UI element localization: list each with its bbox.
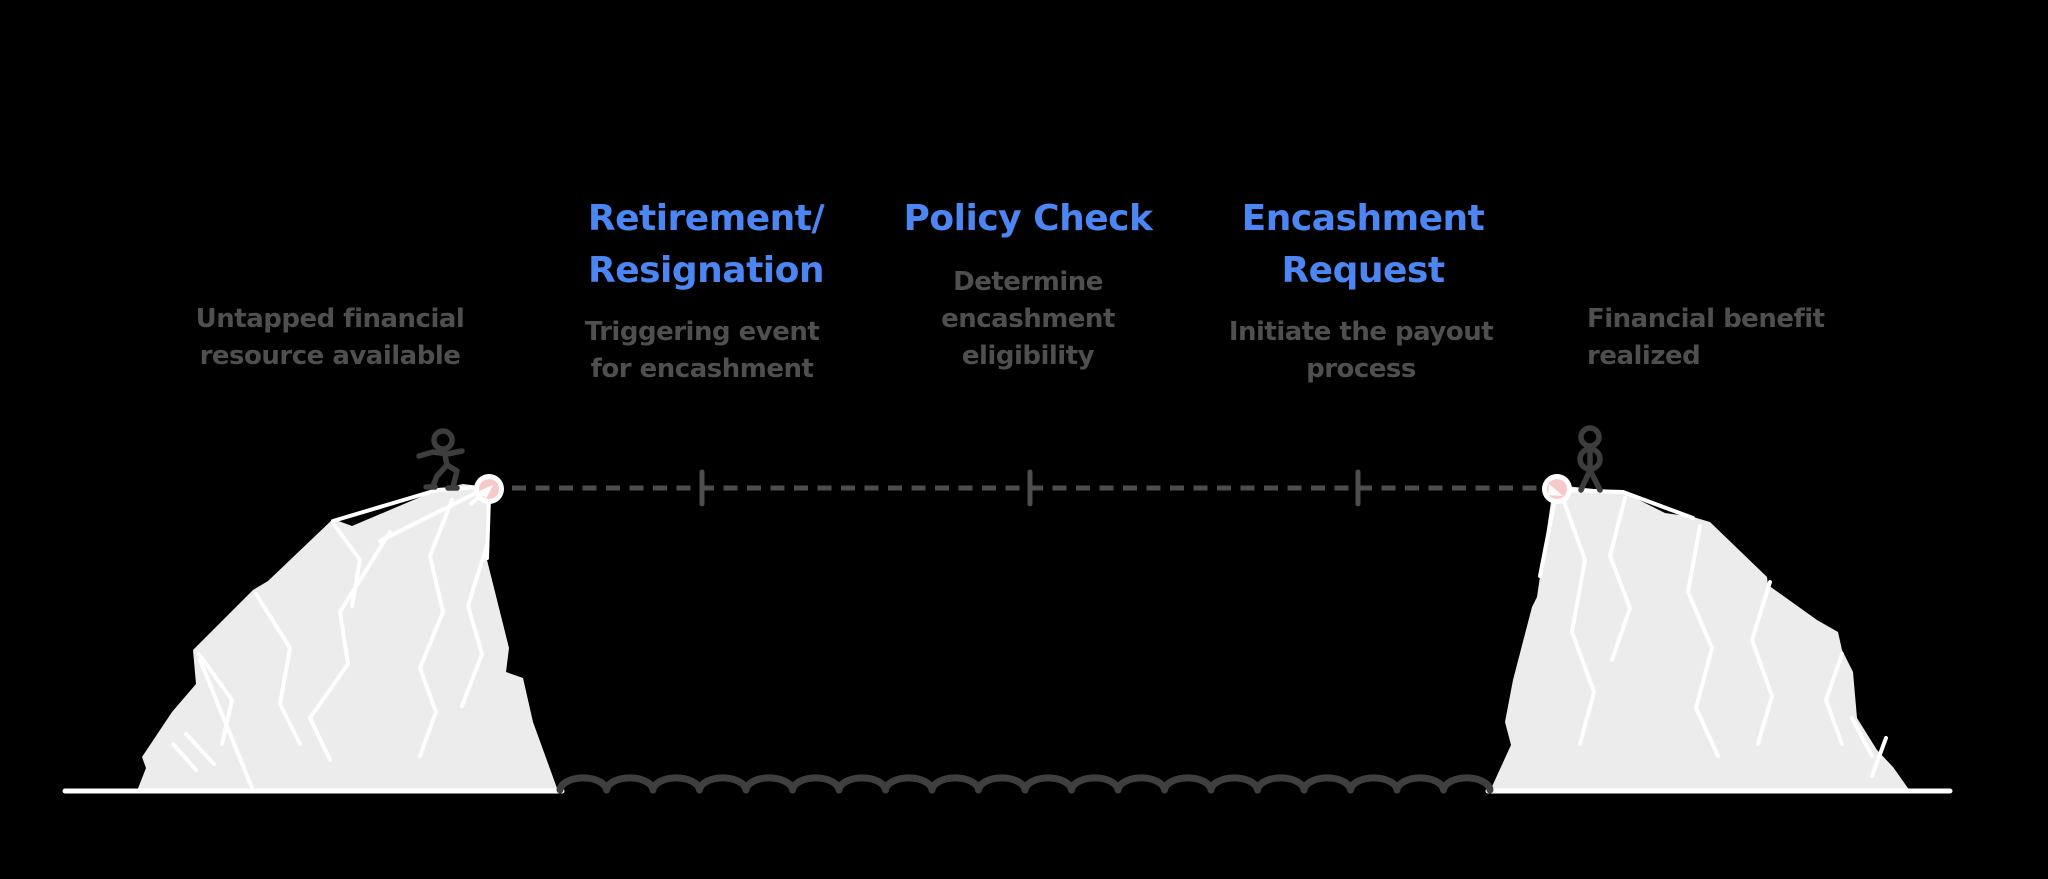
text-line: Untapped financial	[195, 304, 465, 334]
text-line: Encashment	[1241, 198, 1485, 239]
text-line: resource available	[199, 341, 461, 371]
text-line: Financial benefit	[1587, 304, 1825, 334]
end-point-dot	[1542, 474, 1572, 504]
text-line: Resignation	[587, 250, 825, 291]
stick-figure-standing-icon	[1577, 425, 1603, 493]
text-line: Determine	[953, 267, 1103, 297]
text-line: for encashment	[590, 354, 814, 384]
step-encashment-request-description: Initiate the payout process	[1191, 314, 1531, 388]
text-line: Retirement/	[587, 198, 825, 239]
step-benefit-realized-description: Financial benefit realized	[1587, 301, 1927, 375]
step-policy-check-description: Determine encashment eligibility	[858, 264, 1198, 375]
left-cliff-body	[137, 484, 558, 791]
stick-figure-walking-icon	[416, 428, 465, 491]
text-line: Initiate the payout	[1228, 317, 1494, 347]
text-line: Request	[1281, 250, 1445, 291]
step-policy-check-title: Policy Check	[858, 193, 1198, 245]
journey-tick-marks	[699, 469, 1361, 507]
step-encashment-request-title: Encashment Request	[1193, 193, 1533, 297]
text-line: process	[1306, 354, 1416, 384]
text-line: Triggering event	[584, 317, 820, 347]
text-line: encashment	[941, 304, 1115, 334]
text-line: eligibility	[961, 341, 1095, 371]
left-cliff	[137, 484, 558, 791]
left-cliff-cracks	[171, 485, 491, 790]
start-point-dot	[469, 474, 504, 506]
step-untapped-resource-description: Untapped financial resource available	[160, 301, 500, 375]
step-retirement-resignation-title: Retirement/ Resignation	[536, 193, 876, 297]
right-cliff-body	[1490, 486, 1910, 791]
wavy-water-line	[556, 774, 1494, 794]
right-cliff	[1490, 486, 1910, 791]
step-retirement-resignation-description: Triggering event for encashment	[532, 314, 872, 388]
text-line: Policy Check	[903, 198, 1153, 239]
text-line: realized	[1587, 341, 1701, 371]
